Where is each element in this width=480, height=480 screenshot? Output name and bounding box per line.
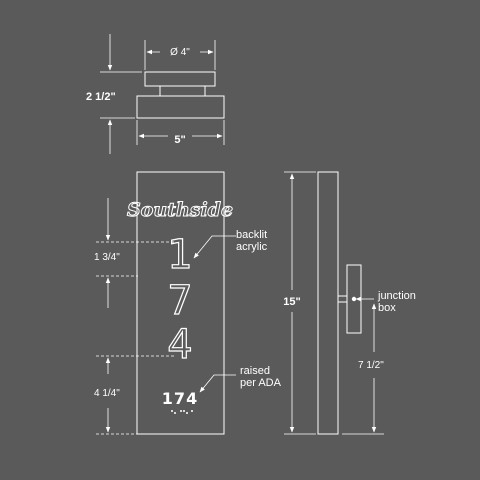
sign-digit-2: 7	[167, 278, 192, 324]
top-width-label: 5"	[174, 134, 185, 146]
side-box-height-label: 7 1/2"	[358, 360, 384, 371]
side-view: 15" junction box 7 1/2"	[283, 171, 416, 435]
junction-note-line2: box	[378, 302, 396, 314]
junction-note-line1: junction	[377, 290, 416, 302]
sign-panel	[136, 171, 225, 435]
backlit-note-line2: acrylic	[236, 241, 268, 253]
backlit-note-line1: backlit	[236, 229, 267, 241]
backlit-leader	[193, 235, 236, 259]
top-view: Ø 4" 2 1/2" 5"	[86, 34, 225, 154]
top-height-label: 2 1/2"	[86, 91, 116, 103]
top-cap	[144, 71, 216, 87]
junction-box-screw	[351, 296, 357, 302]
side-height-label: 15"	[283, 296, 300, 308]
front-lower-gap-label: 4 1/4"	[94, 388, 120, 399]
raised-note-line1: raised	[240, 365, 270, 377]
sign-digit-1: 1	[167, 232, 192, 278]
sign-digit-3: 4	[167, 322, 192, 368]
braille-dots	[171, 410, 193, 414]
raised-note-line2: per ADA	[240, 377, 282, 389]
side-panel	[317, 171, 339, 435]
top-base	[136, 95, 225, 119]
brand-logo-text: Southside	[127, 199, 233, 221]
address-number-raised: 174	[162, 389, 198, 408]
top-diameter-label: Ø 4"	[170, 47, 190, 58]
raised-leader	[199, 374, 236, 393]
front-view: Southside 1 7 4 174 1 3/4" 4 1/4" backli…	[94, 171, 282, 435]
front-upper-gap-label: 1 3/4"	[94, 252, 120, 263]
